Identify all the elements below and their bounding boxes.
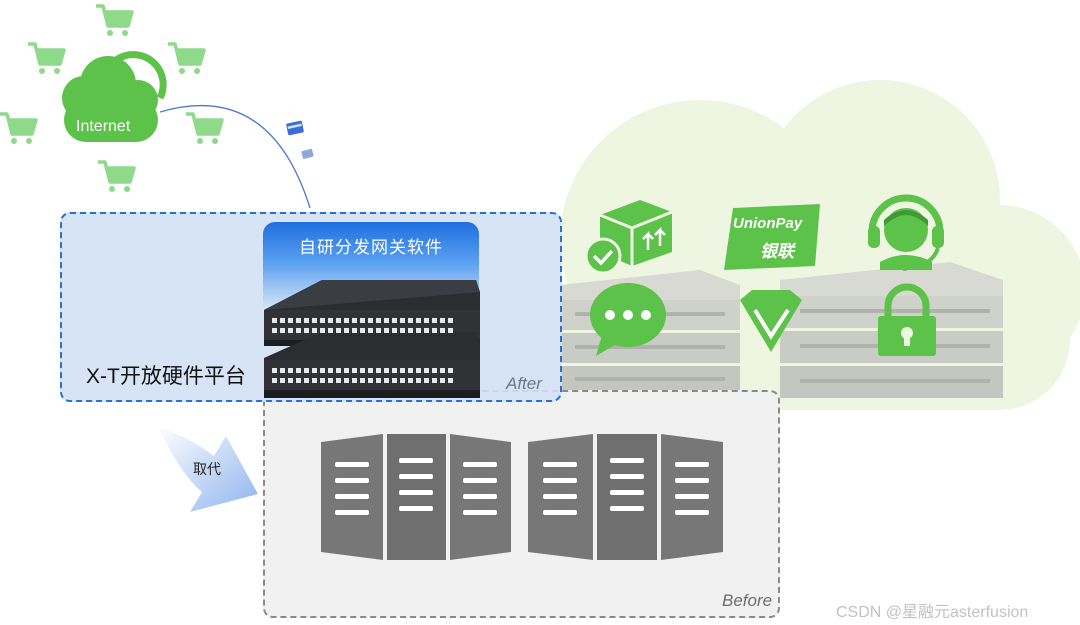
connection-line	[160, 104, 314, 209]
unionpay-logo-icon	[724, 204, 820, 270]
shield-check-icon	[740, 290, 802, 352]
arrow-icon	[158, 426, 258, 512]
server-rack-icon	[321, 434, 723, 560]
credit-card-icon	[301, 148, 314, 159]
legacy-server-racks	[321, 434, 723, 560]
unionpay-en-text: UnionPay	[733, 215, 803, 232]
shopping-cart-icon	[0, 112, 38, 146]
hardware-platform-label: X-T开放硬件平台	[86, 365, 246, 388]
cloud-icon	[62, 51, 167, 142]
before-tag: Before	[722, 591, 773, 610]
shopping-cart-icon	[94, 4, 134, 38]
replace-label: 取代	[193, 461, 221, 477]
switch-lower	[264, 332, 480, 398]
watermark: CSDN @星融元asterfusion	[836, 604, 1029, 621]
unionpay-cn-text: 银联	[760, 242, 794, 261]
internet-label: Internet	[76, 118, 131, 135]
switch-device-icon	[264, 280, 480, 398]
headset-support-icon	[868, 194, 944, 271]
package-icon	[584, 200, 673, 275]
padlock-icon	[878, 283, 936, 356]
credit-card-icon	[286, 120, 304, 136]
shopping-cart-icon	[96, 160, 136, 194]
chat-bubble-icon	[590, 283, 666, 356]
software-label: 自研分发网关软件	[299, 238, 443, 257]
after-tag: After	[506, 374, 542, 393]
